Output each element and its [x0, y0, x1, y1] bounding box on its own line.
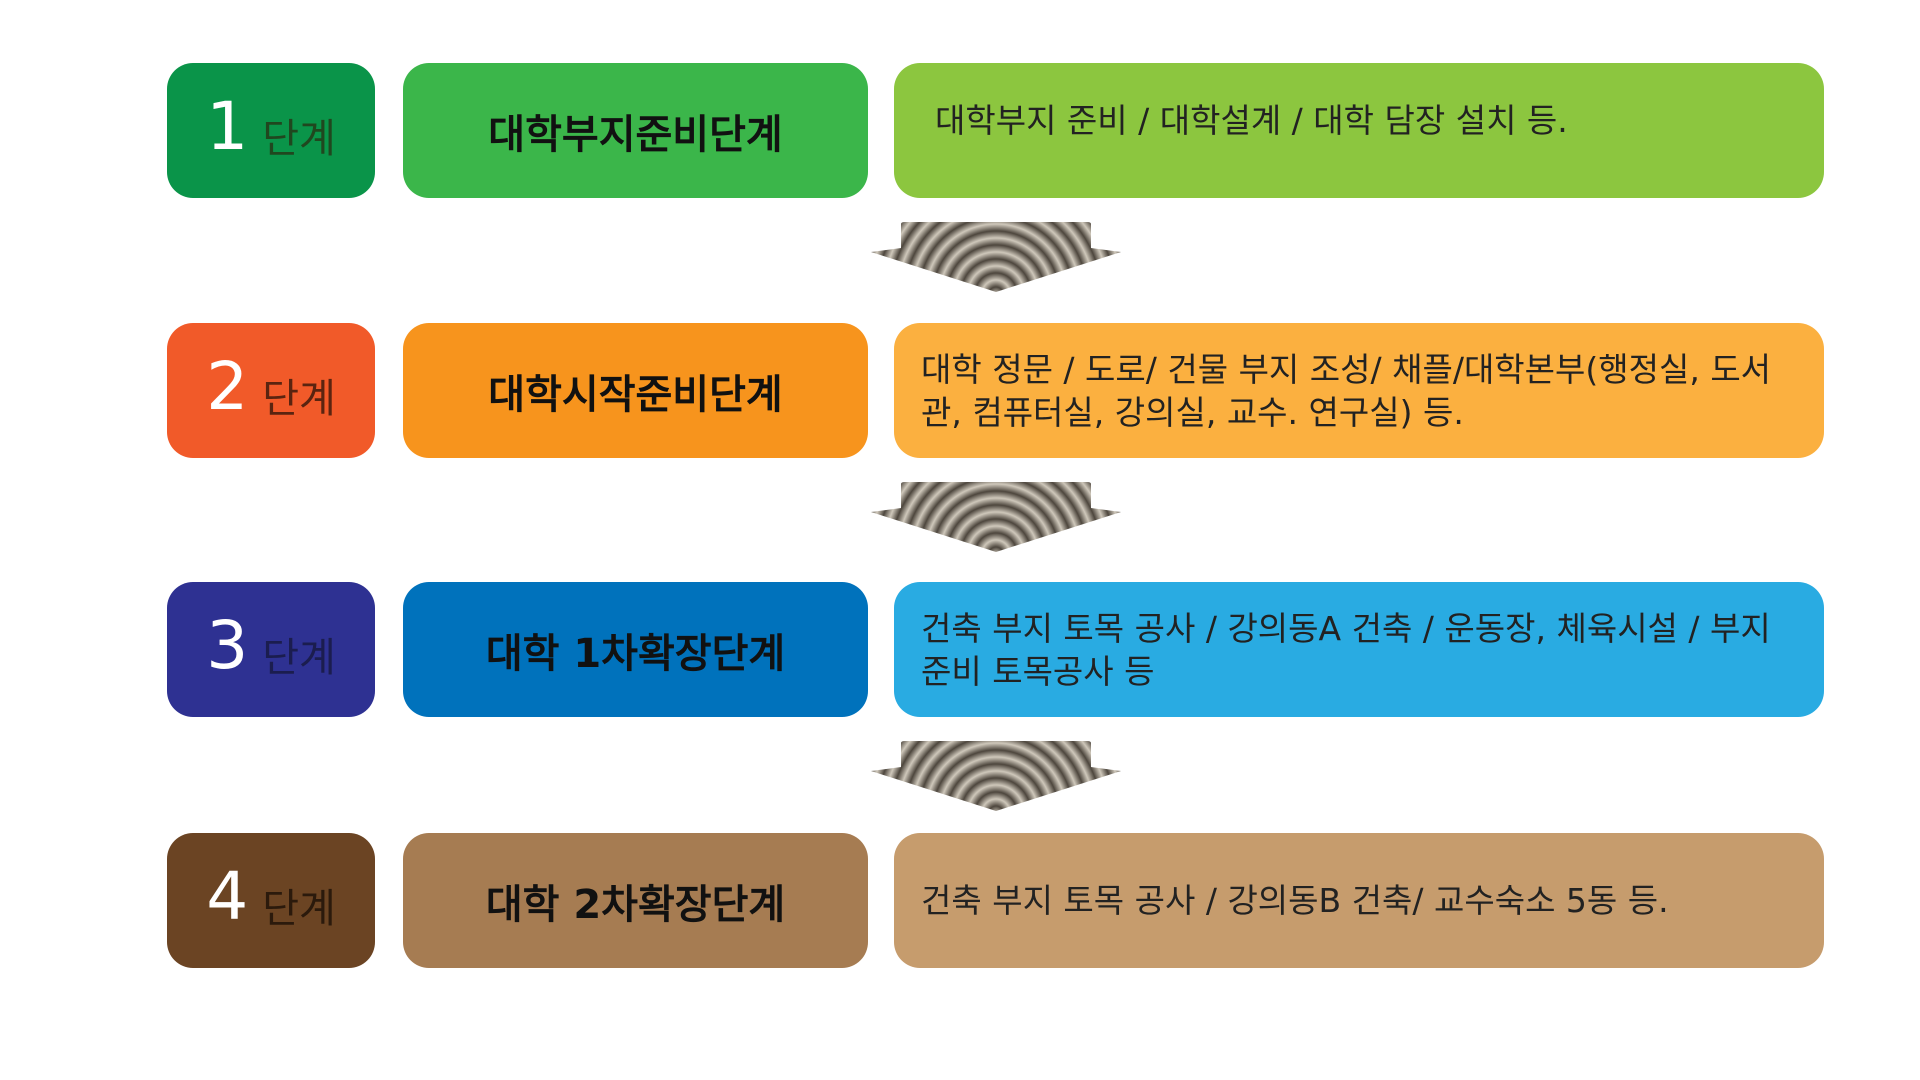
- stage-3-number-box: 3 단계: [167, 582, 375, 717]
- stage-2-unit: 단계: [262, 375, 336, 422]
- stage-4: 4 단계 대학 2차확장단계 건축 부지 토목 공사 / 강의동B 건축/ 교수…: [167, 833, 1824, 968]
- down-arrow-icon: [871, 741, 1121, 811]
- stage-3-number: 3: [206, 606, 249, 684]
- stage-4-description: 건축 부지 토목 공사 / 강의동B 건축/ 교수숙소 5동 등.: [921, 881, 1669, 920]
- stage-4-title: 대학 2차확장단계: [485, 881, 786, 928]
- stage-3: 3 단계 대학 1차확장단계 건축 부지 토목 공사 / 강의동A 건축 / 운…: [167, 582, 1824, 717]
- stage-2-number: 2: [206, 347, 249, 425]
- stage-1-title: 대학부지준비단계: [488, 111, 783, 158]
- stage-3-unit: 단계: [262, 634, 336, 681]
- stage-2-title: 대학시작준비단계: [488, 371, 783, 418]
- stage-1-unit: 단계: [262, 115, 336, 162]
- stage-2: 2 단계 대학시작준비단계 대학 정문 / 도로/ 건물 부지 조성/ 채플/대…: [167, 323, 1824, 458]
- stage-1-title-box: 대학부지준비단계: [403, 63, 868, 198]
- stage-4-number: 4: [206, 857, 249, 935]
- stage-1-number-box: 1 단계: [167, 63, 375, 198]
- stage-4-number-box: 4 단계: [167, 833, 375, 968]
- stage-4-unit: 단계: [262, 885, 336, 932]
- down-arrow-icon: [871, 222, 1121, 292]
- stage-2-description-box: 대학 정문 / 도로/ 건물 부지 조성/ 채플/대학본부(행정실, 도서관, …: [894, 323, 1824, 458]
- stage-1-number: 1: [206, 87, 249, 165]
- stage-2-title-box: 대학시작준비단계: [403, 323, 868, 458]
- down-arrow-icon: [871, 482, 1121, 552]
- stage-3-title-box: 대학 1차확장단계: [403, 582, 868, 717]
- stage-2-number-box: 2 단계: [167, 323, 375, 458]
- stage-1-description: 대학부지 준비 / 대학설계 / 대학 담장 설치 등.: [935, 101, 1568, 140]
- stage-2-description: 대학 정문 / 도로/ 건물 부지 조성/ 채플/대학본부(행정실, 도서관, …: [921, 349, 1772, 432]
- stage-3-title: 대학 1차확장단계: [485, 630, 786, 677]
- stage-1-description-box: 대학부지 준비 / 대학설계 / 대학 담장 설치 등.: [894, 63, 1824, 198]
- stage-3-description-box: 건축 부지 토목 공사 / 강의동A 건축 / 운동장, 체육시설 / 부지준비…: [894, 582, 1824, 717]
- stage-3-description: 건축 부지 토목 공사 / 강의동A 건축 / 운동장, 체육시설 / 부지준비…: [921, 608, 1771, 691]
- stage-4-description-box: 건축 부지 토목 공사 / 강의동B 건축/ 교수숙소 5동 등.: [894, 833, 1824, 968]
- stage-4-title-box: 대학 2차확장단계: [403, 833, 868, 968]
- stage-1: 1 단계 대학부지준비단계 대학부지 준비 / 대학설계 / 대학 담장 설치 …: [167, 63, 1824, 198]
